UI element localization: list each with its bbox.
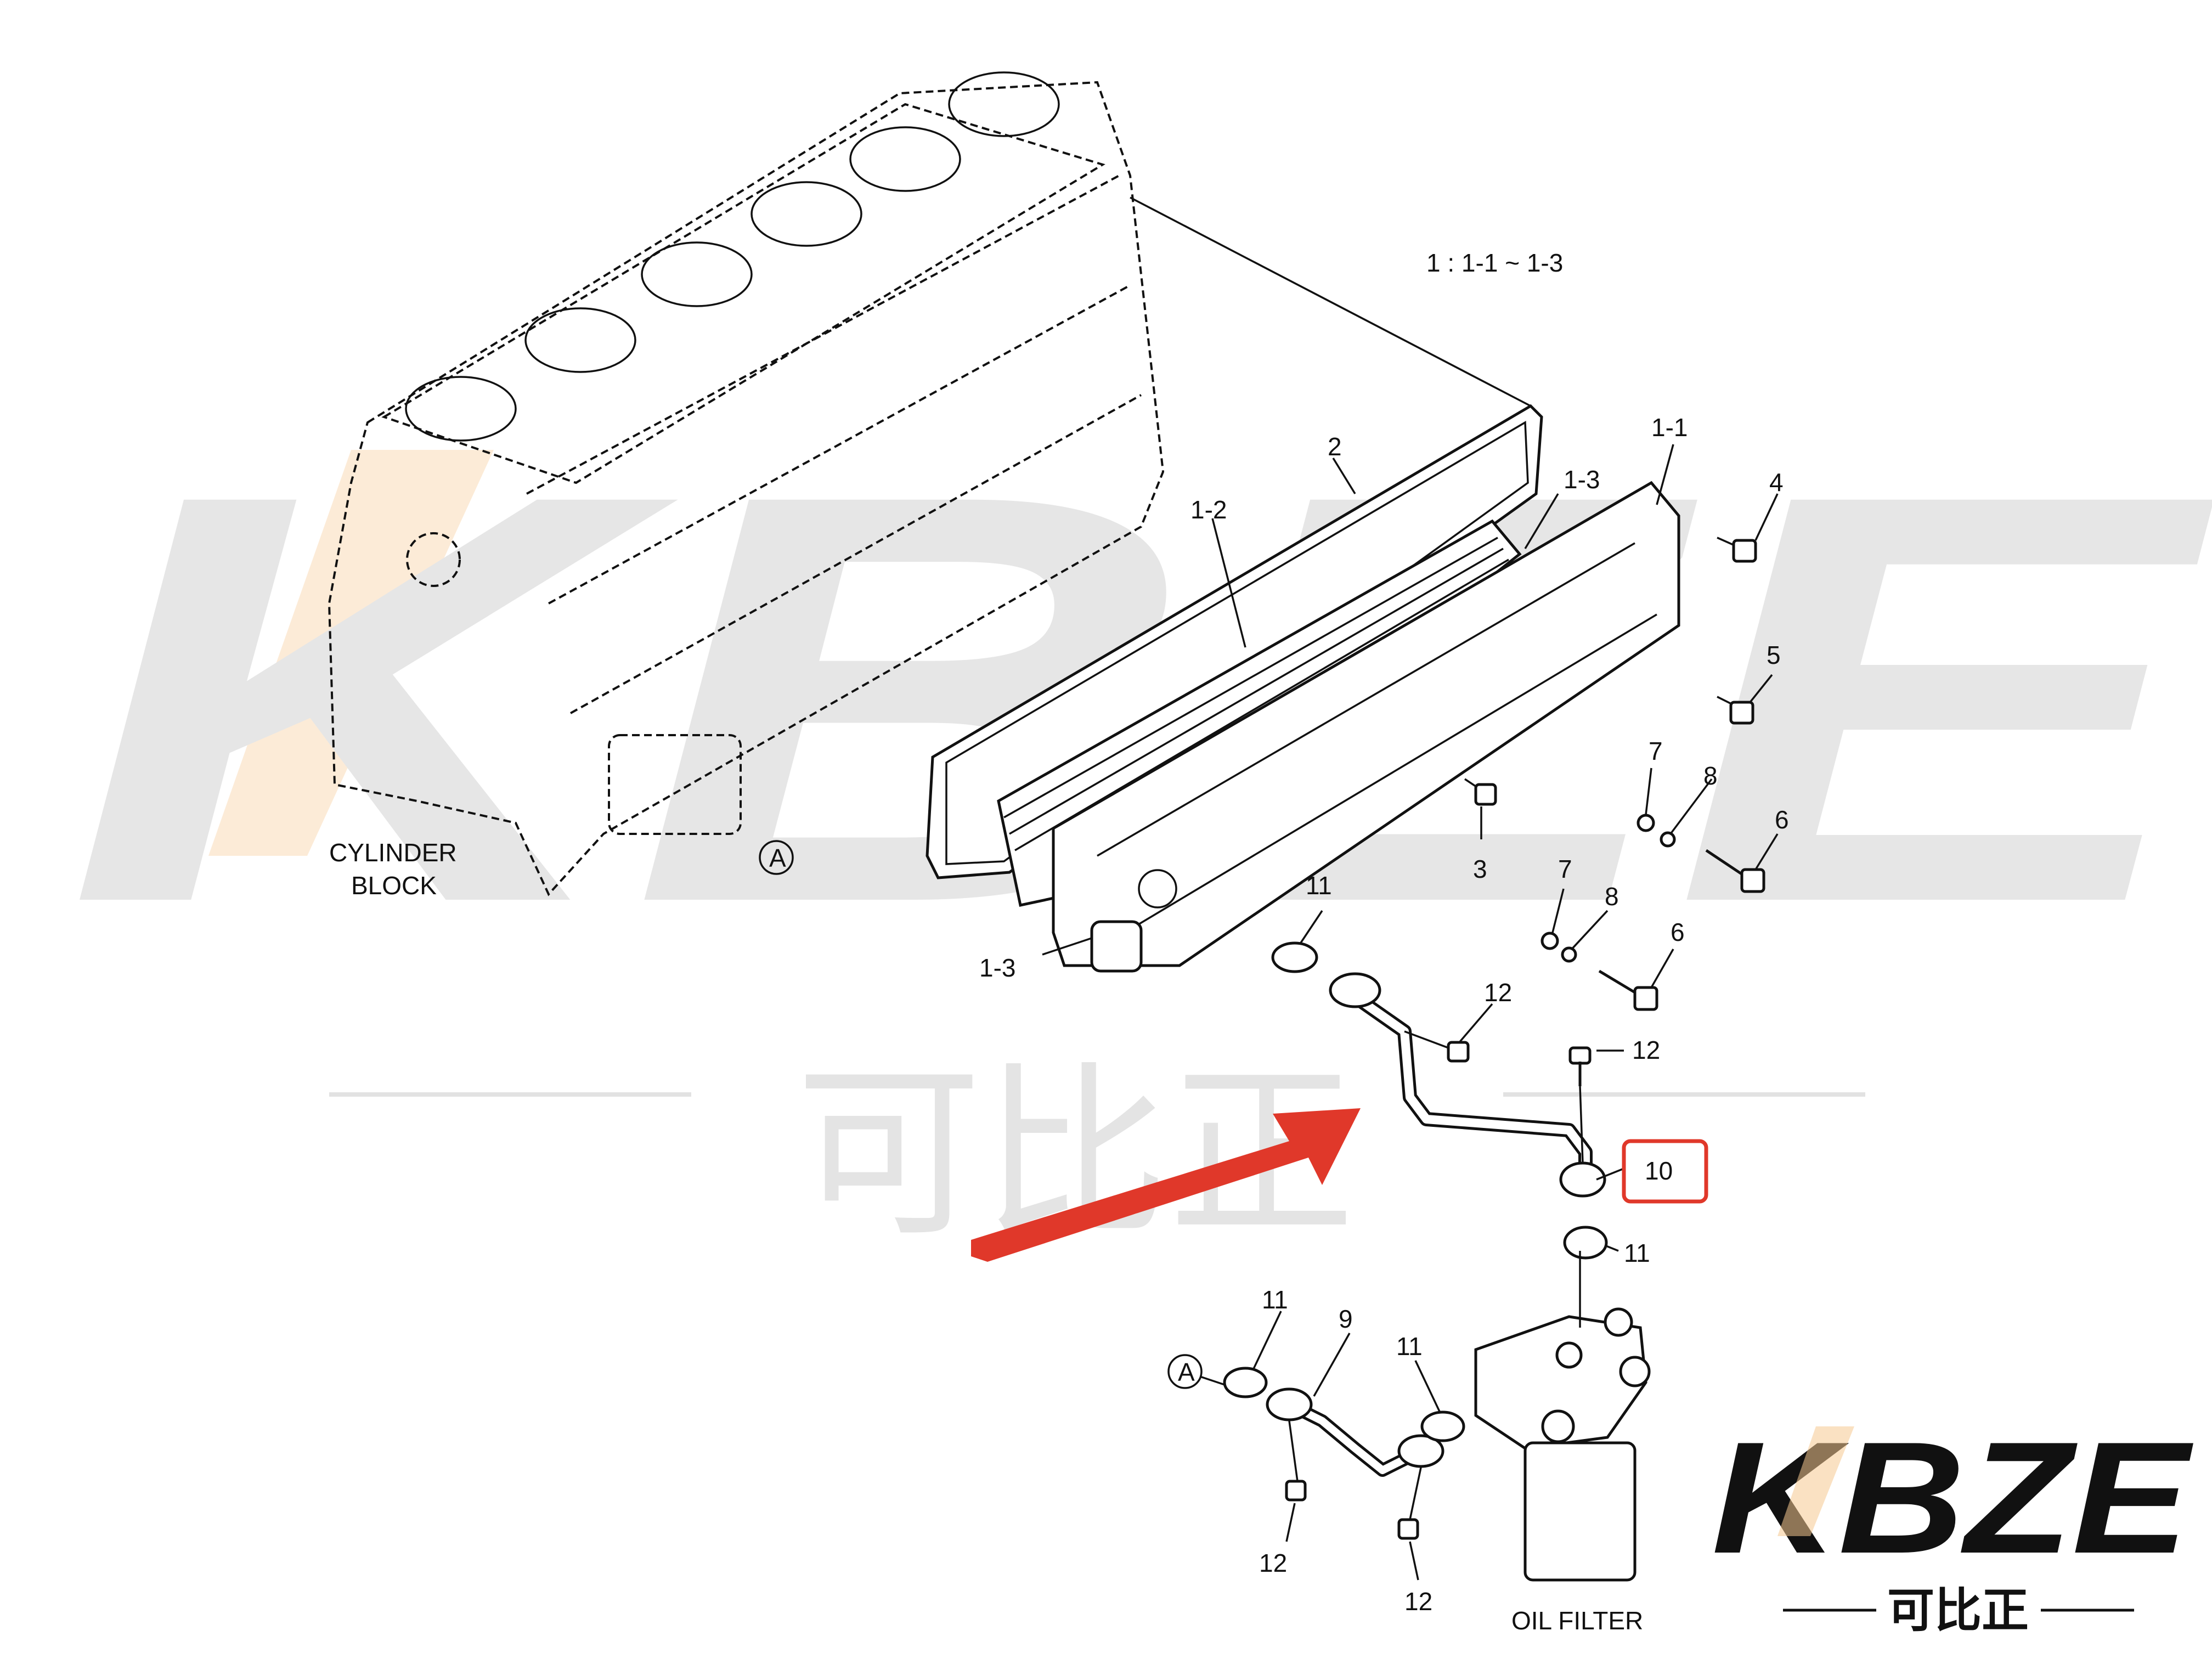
gasket-11-upper bbox=[1271, 941, 1318, 973]
gasket-11-pipe-left bbox=[1223, 1367, 1268, 1398]
callout-2: 2 bbox=[1328, 432, 1342, 461]
bolt-12-return-right bbox=[1397, 1518, 1419, 1540]
oil-pipe-flange-upper bbox=[1329, 972, 1381, 1008]
ref-a-marker-pipe bbox=[1167, 1354, 1203, 1389]
callout-12-return-left: 12 bbox=[1259, 1549, 1287, 1577]
cylinder-bore-2 bbox=[524, 307, 636, 373]
callout-10: 10 bbox=[1645, 1156, 1673, 1185]
washers-7-8 bbox=[1541, 814, 1676, 963]
bolt-5 bbox=[1717, 696, 1754, 725]
callout-4: 4 bbox=[1769, 468, 1784, 496]
brand-logo-chinese: 可比正 bbox=[1887, 1583, 2029, 1638]
cylinder-block-label-line1: CYLINDER bbox=[329, 838, 457, 867]
brand-logo: KBZE 可比正 bbox=[1712, 1409, 2196, 1638]
callout-11-pipe-upper: 11 bbox=[1306, 871, 1332, 900]
oil-filter-assembly bbox=[1474, 1251, 1651, 1582]
return-pipe-flange-right bbox=[1397, 1434, 1444, 1468]
cylinder-bore-1 bbox=[405, 376, 517, 442]
bolt-6-upper bbox=[1705, 849, 1765, 893]
return-pipe-flange-left bbox=[1266, 1387, 1313, 1421]
callout-7-upper: 7 bbox=[1649, 737, 1663, 765]
block-side-ribs bbox=[526, 174, 1142, 714]
oil-filter-canister bbox=[1523, 1441, 1637, 1582]
cylinder-bore-5 bbox=[849, 126, 961, 192]
cylinder-bores bbox=[405, 71, 1060, 442]
callout-12-pipe-upper: 12 bbox=[1484, 978, 1512, 1007]
ref-a-label-pipe: A bbox=[1178, 1358, 1195, 1386]
callout-9: 9 bbox=[1339, 1305, 1353, 1333]
callout-1-3-lower: 1-3 bbox=[979, 953, 1015, 982]
callout-6-upper: 6 bbox=[1775, 805, 1789, 834]
cylinder-bore-3 bbox=[641, 241, 753, 307]
callout-12-pipe-vertical: 12 bbox=[1632, 1036, 1660, 1064]
oil-filter-port-2 bbox=[1619, 1356, 1651, 1387]
callout-5: 5 bbox=[1767, 641, 1781, 669]
callout-labels: 1-1 1-2 1-3 1-3 2 3 4 5 6 6 7 7 8 8 9 11… bbox=[979, 413, 1789, 1616]
bolt-3 bbox=[1464, 778, 1497, 806]
oil-filter-label: OIL FILTER bbox=[1511, 1606, 1643, 1635]
cylinder-bore-4 bbox=[751, 181, 862, 247]
brand-logo-accent bbox=[1778, 1426, 1854, 1536]
bolt-6-lower bbox=[1598, 969, 1658, 1011]
oil-cooler-outlet-boss bbox=[1090, 920, 1143, 973]
callout-1-2: 1-2 bbox=[1190, 495, 1227, 524]
callout-11-return-left: 11 bbox=[1262, 1285, 1288, 1314]
cylinder-block-deck bbox=[381, 103, 1105, 484]
callout-7-lower: 7 bbox=[1558, 855, 1572, 883]
ref-a-marker-block bbox=[759, 840, 794, 875]
callout-11-return-right: 11 bbox=[1396, 1332, 1423, 1361]
cylinder-block-label-line2: BLOCK bbox=[351, 871, 437, 900]
gasket-11-lower bbox=[1563, 1226, 1608, 1260]
oil-filter-port-3 bbox=[1604, 1307, 1633, 1337]
oil-cooler-outlet-port bbox=[1138, 869, 1177, 909]
bolt-12-pipe-upper bbox=[1404, 1030, 1470, 1063]
oil-filter-port-1 bbox=[1541, 1409, 1575, 1443]
return-pipe-assembly: A bbox=[1167, 1354, 1465, 1540]
highlight-arrow bbox=[971, 1108, 1361, 1262]
bolt-4 bbox=[1717, 537, 1757, 563]
leader-lines bbox=[1042, 196, 1779, 1581]
gasket-11-pipe-right bbox=[1420, 1410, 1465, 1442]
ref-a-label-block: A bbox=[769, 844, 786, 872]
washer-8-upper bbox=[1660, 831, 1676, 848]
highlighted-callout-10: 10 bbox=[1622, 1139, 1708, 1204]
assembly-note: 1 : 1-1 ~ 1-3 bbox=[1426, 249, 1563, 277]
callout-11-pipe-lower: 11 bbox=[1624, 1239, 1650, 1267]
bolt-12-pipe-vertical bbox=[1568, 1046, 1592, 1164]
washer-8-lower bbox=[1561, 946, 1577, 963]
callout-1-3-upper: 1-3 bbox=[1564, 465, 1600, 494]
block-front-port bbox=[406, 532, 461, 587]
washer-7-lower bbox=[1541, 932, 1559, 950]
bolt-12-return-left bbox=[1285, 1480, 1307, 1502]
block-mount-pad bbox=[608, 734, 742, 835]
oil-cooler-cover bbox=[1052, 481, 1680, 967]
callout-12-return-right: 12 bbox=[1404, 1587, 1432, 1616]
callout-8-lower: 8 bbox=[1605, 882, 1619, 911]
callout-6-lower: 6 bbox=[1671, 918, 1685, 946]
callout-10-highlight-box bbox=[1622, 1139, 1708, 1204]
callout-1-1: 1-1 bbox=[1651, 413, 1688, 442]
callout-8-upper: 8 bbox=[1703, 761, 1718, 790]
cylinder-bore-6 bbox=[948, 71, 1060, 137]
cylinder-block-drawing: A bbox=[328, 71, 1165, 896]
washer-7-upper bbox=[1637, 814, 1655, 832]
cylinder-block-outline bbox=[328, 81, 1165, 896]
callout-3: 3 bbox=[1473, 855, 1487, 883]
oil-filter-port-4 bbox=[1555, 1341, 1583, 1369]
oil-cooler-cover-ribs bbox=[1097, 542, 1657, 934]
brand-logo-text: KBZE bbox=[1712, 1409, 2196, 1587]
watermark-accent-shape bbox=[208, 450, 494, 856]
